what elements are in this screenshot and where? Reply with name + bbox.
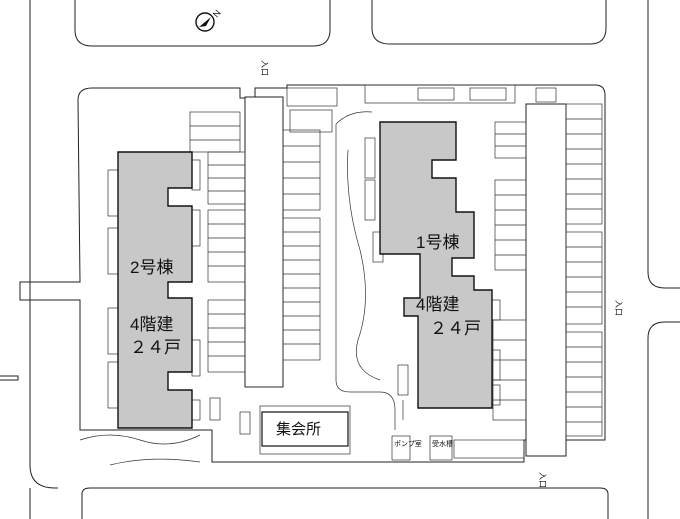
parking-right (492, 103, 603, 437)
parking-left (189, 111, 321, 373)
north-arrow-icon (199, 17, 211, 27)
pump-room-label: ポンプ室 (394, 439, 422, 448)
entrance-markers: 入口 入口 入口 (260, 60, 623, 488)
building-1-name: 1号棟 (416, 233, 459, 252)
access-road (244, 96, 567, 457)
entrance-bottom: 入口 (538, 472, 547, 488)
site-boundary (19, 84, 606, 463)
water-tank-label: 受水槽 (432, 439, 453, 448)
walkway (79, 111, 404, 466)
compass-label: N (211, 8, 223, 19)
utility-buildings: ポンプ室 受水槽 (391, 435, 525, 461)
building-1[interactable]: 1号棟 4階建 ２４戸 (379, 121, 493, 409)
meeting-hall[interactable]: 集会所 (259, 405, 351, 455)
entrance-right-label: 入口 (614, 300, 623, 316)
building-2[interactable]: 2号棟 4階建 ２４戸 (117, 151, 193, 429)
building-2-name: 2号棟 (130, 258, 173, 277)
building-1-units: ２４戸 (430, 319, 481, 338)
meeting-hall-label: 集会所 (276, 421, 321, 438)
entrance-bottom-label: 入口 (538, 472, 547, 488)
entrance-right: 入口 (614, 300, 623, 316)
entrance-top: 入口 (260, 60, 269, 76)
building-2-units: ２４戸 (130, 338, 181, 357)
top-structures (286, 84, 557, 133)
compass: N (195, 8, 223, 32)
building-1-floors: 4階建 (416, 295, 459, 314)
building-2-floors: 4階建 (130, 315, 173, 334)
entrance-top-label: 入口 (260, 60, 269, 76)
